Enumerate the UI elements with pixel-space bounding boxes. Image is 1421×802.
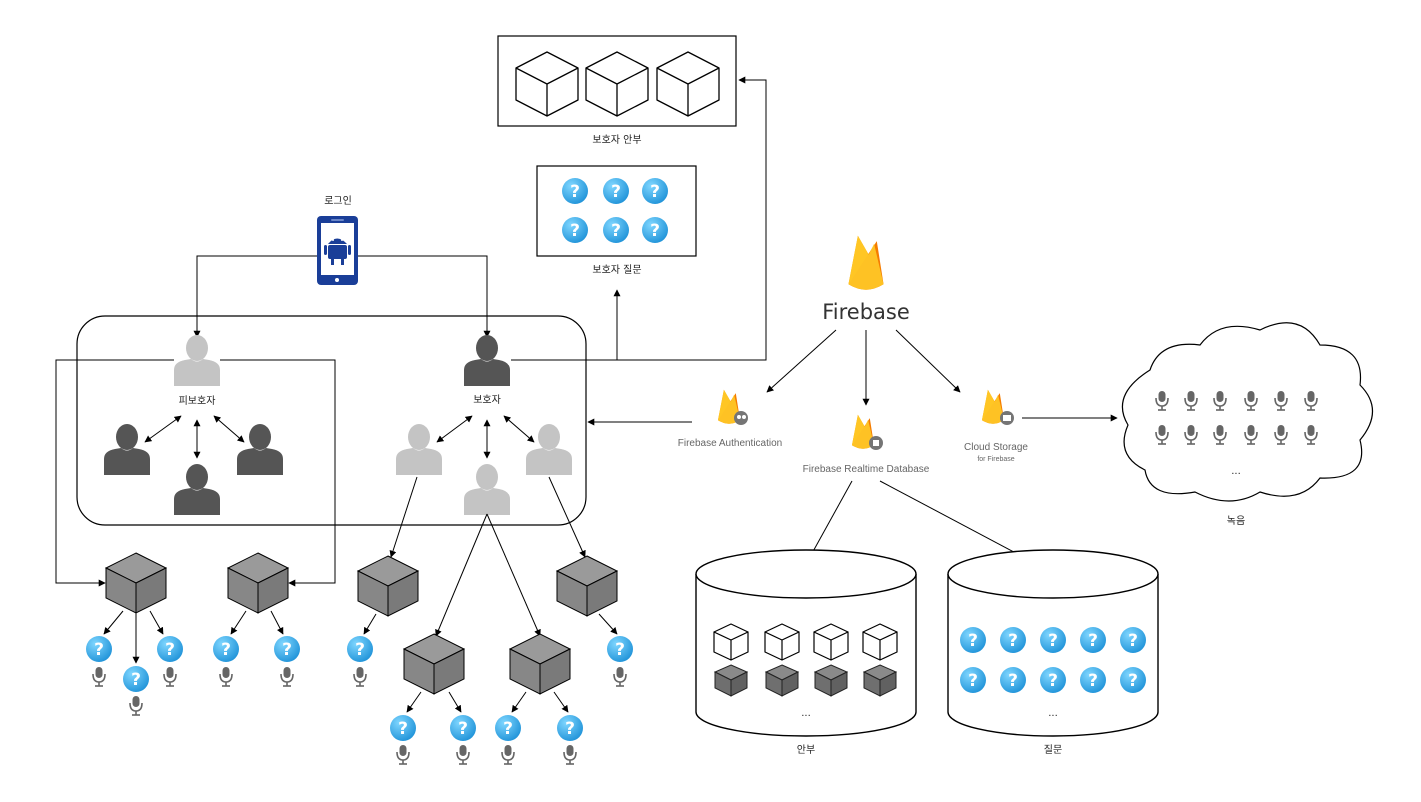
person-icon	[396, 424, 442, 475]
mic-icon	[92, 666, 106, 687]
question-icon	[1000, 667, 1026, 693]
ward-label: 피보호자	[179, 395, 216, 407]
question-icon	[1000, 627, 1026, 653]
login-label: 로그인	[324, 195, 352, 207]
question-icon	[495, 715, 521, 741]
guardian-question-label: 보호자 질문	[592, 264, 641, 276]
cube-icon	[862, 623, 898, 661]
mic-icon	[456, 744, 470, 765]
question-icon	[1120, 627, 1146, 653]
question-db-label: 질문	[1044, 744, 1062, 756]
question-icon	[562, 178, 588, 204]
mic-icon	[563, 744, 577, 765]
comfort-db-label: 안부	[797, 744, 815, 756]
question-icon	[390, 715, 416, 741]
mic-icon	[501, 744, 515, 765]
firebase-flame-icon	[848, 235, 884, 290]
guardian-question-box	[536, 165, 697, 257]
mic-icon	[219, 666, 233, 687]
guardian-label: 보호자	[473, 394, 501, 406]
question-icon	[157, 636, 183, 662]
question-ellipsis: ...	[1048, 708, 1058, 719]
question-icon	[1120, 667, 1146, 693]
cube-icon	[105, 552, 167, 614]
auth-label: Firebase Authentication	[678, 438, 783, 449]
question-icon	[562, 217, 588, 243]
mic-icon	[129, 695, 143, 716]
question-icon	[1040, 667, 1066, 693]
mic-icon	[396, 744, 410, 765]
recording-label: 녹음	[1227, 515, 1245, 527]
question-icon	[642, 178, 668, 204]
cube-icon	[656, 51, 720, 117]
storage-label: Cloud Storage	[964, 442, 1028, 453]
question-icon	[1040, 627, 1066, 653]
question-icon	[1080, 667, 1106, 693]
person-icon	[464, 464, 510, 515]
question-icon	[603, 178, 629, 204]
mic-icon	[353, 666, 367, 687]
guardian-person-icon	[464, 335, 510, 386]
cube-icon	[509, 633, 571, 695]
cloud-ellipsis: ...	[1231, 466, 1241, 477]
cube-icon	[403, 633, 465, 695]
question-icon	[450, 715, 476, 741]
question-icon	[607, 636, 633, 662]
cube-icon	[713, 623, 749, 661]
question-icon	[960, 627, 986, 653]
android-phone-icon	[317, 216, 358, 285]
person-icon	[174, 464, 220, 515]
ward-person-icon	[174, 335, 220, 386]
recording-cloud	[1121, 322, 1373, 502]
question-icon	[86, 636, 112, 662]
cube-icon	[813, 623, 849, 661]
mic-icon	[613, 666, 627, 687]
cube-icon	[515, 51, 579, 117]
mic-icon	[163, 666, 177, 687]
question-icon	[1080, 627, 1106, 653]
guardian-comfort-label: 보호자 안부	[592, 134, 641, 146]
question-database	[947, 549, 1159, 737]
question-icon	[603, 217, 629, 243]
cube-icon	[227, 552, 289, 614]
person-icon	[237, 424, 283, 475]
rtdb-label: Firebase Realtime Database	[803, 464, 930, 475]
cube-icon	[357, 555, 419, 617]
cube-icon	[764, 623, 800, 661]
users-container	[76, 315, 587, 526]
question-icon	[557, 715, 583, 741]
cube-icon	[556, 555, 618, 617]
mic-icon	[280, 666, 294, 687]
question-icon	[123, 666, 149, 692]
question-icon	[347, 636, 373, 662]
question-icon	[213, 636, 239, 662]
question-icon	[960, 667, 986, 693]
person-icon	[104, 424, 150, 475]
person-icon	[526, 424, 572, 475]
question-icon	[274, 636, 300, 662]
question-icon	[642, 217, 668, 243]
guardian-comfort-box	[497, 35, 737, 127]
firebase-title: Firebase	[822, 300, 910, 324]
comfort-ellipsis: ...	[801, 708, 811, 719]
cube-icon	[585, 51, 649, 117]
storage-sub-label: for Firebase	[977, 456, 1014, 463]
comfort-database	[695, 549, 917, 737]
